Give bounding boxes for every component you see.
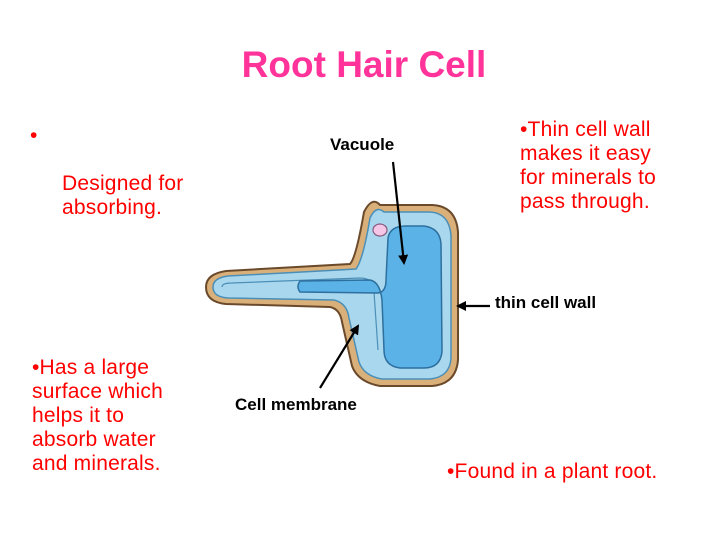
- bullet-marker: •: [30, 124, 38, 147]
- cell-membrane-label: Cell membrane: [235, 395, 357, 414]
- thin-cell-wall-label: thin cell wall: [495, 293, 597, 312]
- note-found-in-root: •Found in a plant root.: [447, 460, 658, 483]
- note-designed-text: Designed for absorbing.: [62, 172, 184, 219]
- slide-title: Root Hair Cell: [241, 44, 487, 85]
- note-designed-for-absorbing: • Designed for absorbing.: [28, 124, 238, 244]
- cell-membrane-pointer-arrow: [319, 324, 360, 389]
- vacuole-label: Vacuole: [330, 135, 395, 154]
- note-thin-cell-wall: •Thin cell wall makes it easy for minera…: [520, 118, 657, 213]
- vacuole-pointer-arrow: [391, 161, 409, 265]
- nucleus: [372, 223, 388, 237]
- note-large-surface: •Has a large surface which helps it to a…: [32, 356, 163, 475]
